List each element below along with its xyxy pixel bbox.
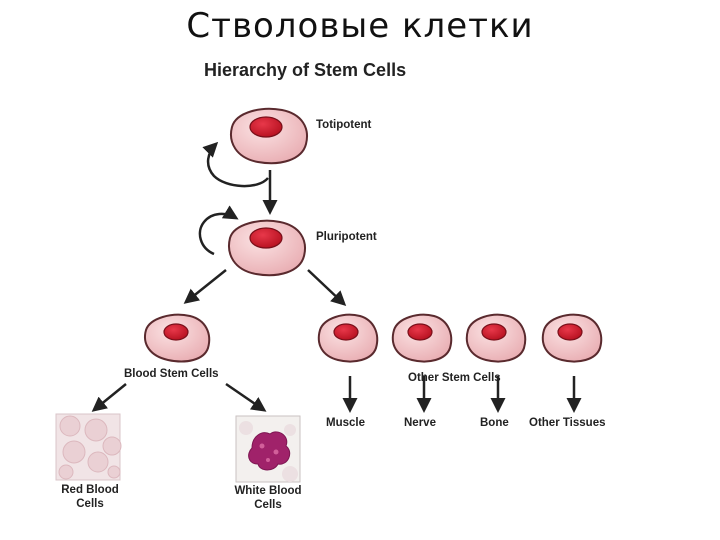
other-stem-cell-3 [465,313,527,363]
arrow-to-blood-stem-cell [183,269,227,304]
label-nerve: Nerve [404,417,436,429]
label-bone: Bone [480,417,509,429]
totipotent-cell [230,107,308,165]
label-totipotent: Totipotent [316,119,372,131]
other-stem-cell-2 [391,313,453,363]
self-renewal-arrow-pluripotent [198,205,239,256]
slide-title: Стволовые клетки [186,6,534,46]
other-stem-cell-1 [317,313,379,363]
red-blood-cells-image [55,413,122,481]
white-blood-cells-image [235,415,301,483]
pluripotent-cell [228,219,306,277]
arrow-to-red-blood-cells [91,383,127,412]
arrow-to-other-stem-cells [307,269,347,307]
label-white-blood-cells: White Blood Cells [234,485,302,511]
label-blood-stem-cells: Blood Stem Cells [124,368,219,380]
diagram-title: Hierarchy of Stem Cells [204,60,407,80]
label-red-blood-cells: Red Blood Cells [61,484,119,510]
other-stem-cell-4 [541,313,603,363]
label-other-stem-cells: Other Stem Cells [408,372,501,384]
arrow-to-white-blood-cells [225,382,267,412]
blood-stem-cell [144,313,211,363]
label-muscle: Muscle [326,417,365,429]
label-other-tissues: Other Tissues [529,417,606,429]
label-pluripotent: Pluripotent [316,231,377,243]
self-renewal-arrow-totipotent [202,141,269,188]
